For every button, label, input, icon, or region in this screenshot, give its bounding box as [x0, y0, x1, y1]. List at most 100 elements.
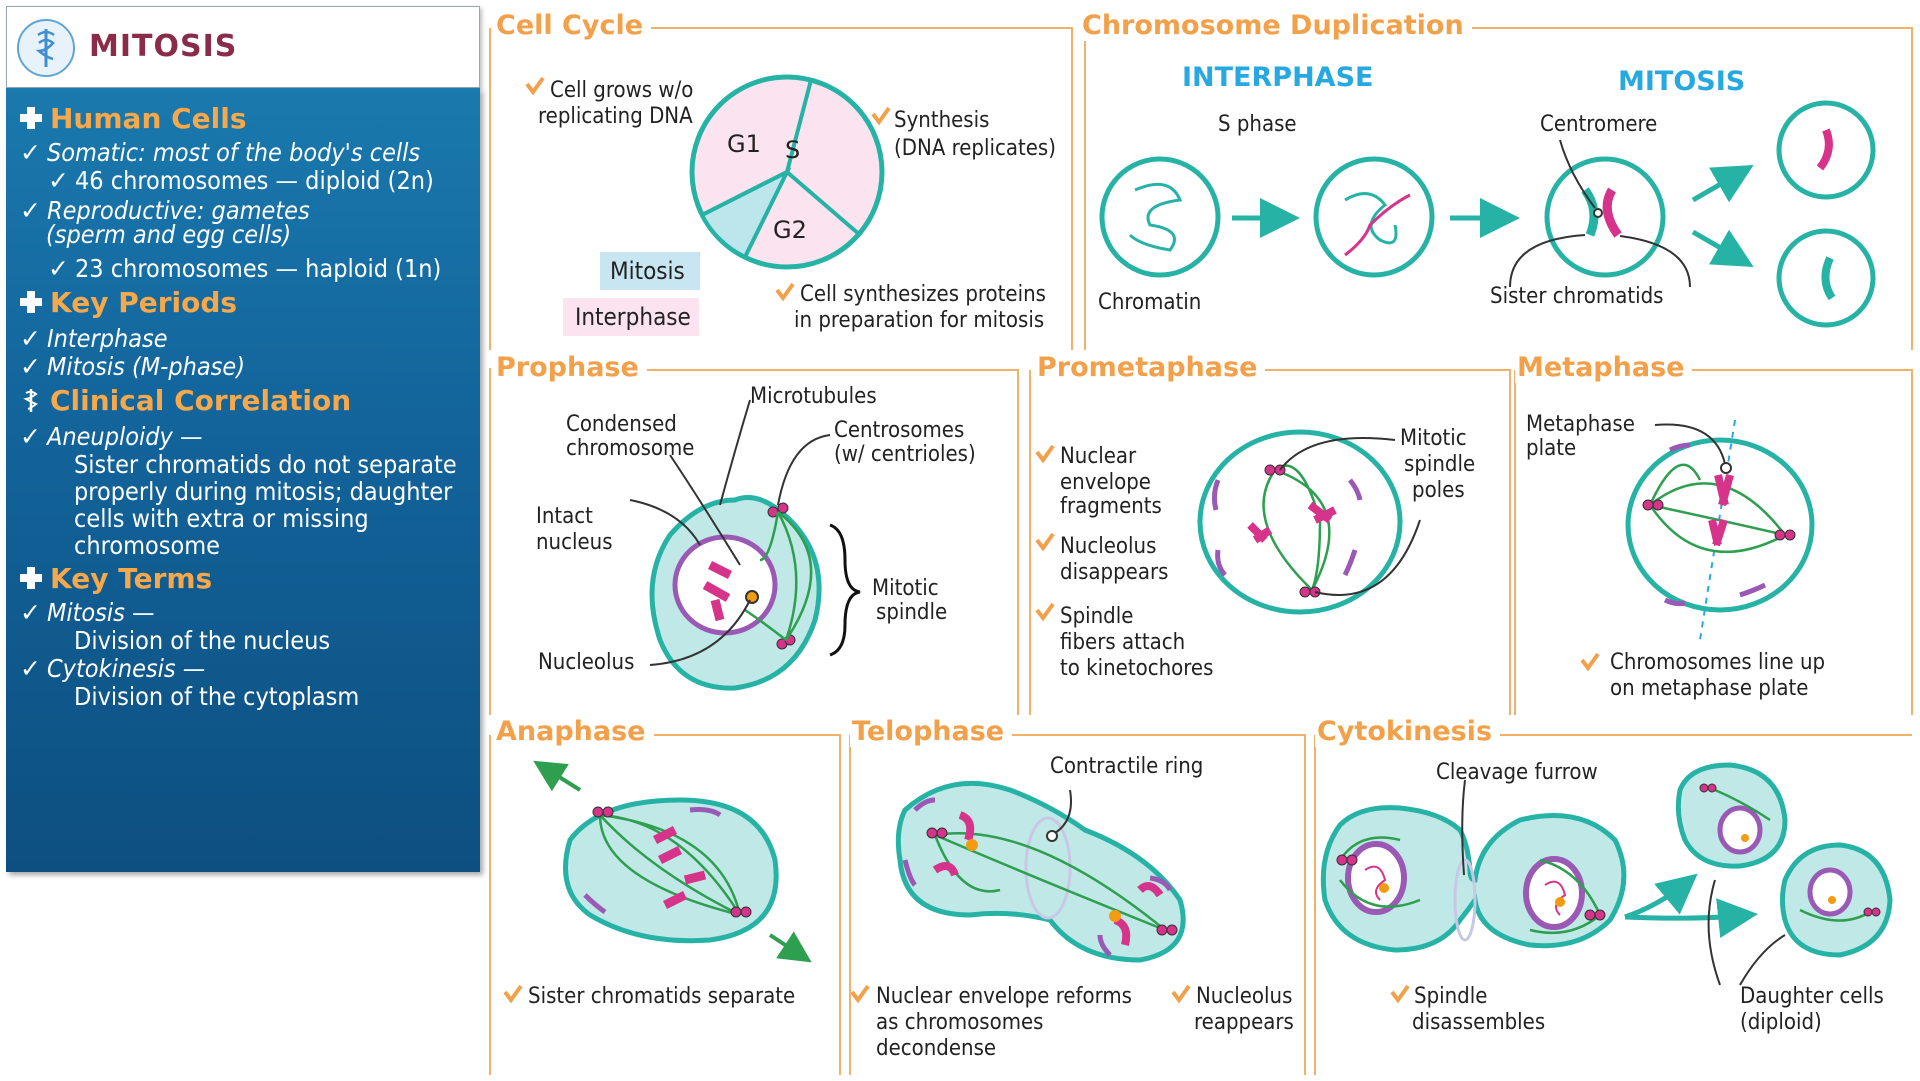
repro-detail: ✓23 chromosomes — haploid (1n): [48, 254, 441, 283]
poles-label-1: Mitotic: [1400, 426, 1467, 451]
check-icon: ✓: [48, 166, 69, 195]
prometaphase-note-1a: Nuclear: [1060, 444, 1137, 469]
panel-title-cell-cycle: Cell Cycle: [494, 10, 652, 41]
somatic-detail-text: 46 chromosomes — diploid (2n): [74, 166, 434, 195]
heading-key-periods: Key Periods: [18, 286, 237, 319]
prometaphase-cell: [1197, 429, 1421, 615]
note-g1-2: replicating DNA: [538, 104, 693, 129]
condensed-label-2: chromosome: [566, 436, 695, 461]
panel-title-telophase: Telophase: [850, 716, 1013, 747]
mitosis-heading: MITOSIS: [1618, 66, 1746, 97]
key-period-item: ✓Mitosis (M-phase): [20, 352, 245, 381]
rod-of-asclepius-icon: [23, 389, 38, 412]
sidebar-title: MITOSIS: [89, 29, 238, 64]
sidebar: MITOSIS Human Cells ✓Somatic: most of th…: [6, 6, 480, 872]
panel-title-anaphase: Anaphase: [494, 716, 654, 747]
interphase-heading: INTERPHASE: [1182, 62, 1374, 93]
check-icon: ✓: [20, 422, 41, 451]
note-s-1: Synthesis: [894, 108, 990, 133]
duplication-art: [1099, 100, 1876, 328]
panel-title-duplication: Chromosome Duplication: [1080, 10, 1472, 41]
aneuploidy-line: properly during mitosis; daughter: [74, 477, 453, 506]
note-g1-1: Cell grows w/o: [550, 78, 694, 103]
condensed-label-1: Condensed: [566, 412, 677, 437]
telophase-note-nuc-2: reappears: [1194, 1010, 1294, 1035]
panel-title-metaphase: Metaphase: [1515, 352, 1693, 383]
aneuploidy-line: chromosome: [74, 531, 220, 560]
prometaphase-note-1b: envelope: [1060, 470, 1151, 495]
heading-clinical-correlation: Clinical Correlation: [18, 384, 351, 417]
panel-frames: [489, 27, 1913, 1075]
check-icon: ✓: [48, 254, 69, 283]
telophase-note-env-2: as chromosomes: [876, 1010, 1044, 1035]
pie-label-s: S: [785, 136, 800, 164]
cleavage-furrow-label: Cleavage furrow: [1436, 760, 1598, 785]
telophase-note-nuc-1: Nucleolus: [1196, 984, 1293, 1009]
check-icon: ✓: [20, 654, 41, 683]
sidebar-body: Human Cells ✓Somatic: most of the body's…: [6, 88, 480, 872]
check-icon: ✓: [20, 138, 41, 167]
anaphase-cell: [533, 760, 812, 963]
metaphase-cell: [1625, 419, 1815, 641]
sidebar-header: MITOSIS: [6, 6, 480, 88]
intact-nucleus-label-2: nucleus: [536, 530, 613, 555]
metaphase-note-1: Chromosomes line up: [1610, 650, 1826, 675]
prometaphase-note-3b: fibers attach: [1060, 630, 1186, 655]
legend-mitosis: Mitosis: [610, 257, 685, 285]
aneuploidy-text: Aneuploidy —: [46, 422, 203, 451]
mitosis-definition: Division of the nucleus: [74, 626, 331, 655]
microtubules-label: Microtubules: [750, 384, 877, 409]
pie-label-g2: G2: [773, 216, 807, 244]
note-s-2: (DNA replicates): [894, 136, 1056, 161]
legend-interphase: Interphase: [575, 303, 691, 331]
mitotic-spindle-label-1: Mitotic: [872, 576, 939, 601]
panel-title-cytokinesis: Cytokinesis: [1315, 716, 1501, 747]
key-period-text: Mitosis (M-phase): [46, 352, 245, 381]
repro-line-2: (sperm and egg cells): [46, 220, 292, 249]
plus-icon: [20, 567, 42, 589]
aneuploidy-line: Sister chromatids do not separate: [74, 450, 457, 479]
repro-detail-text: 23 chromosomes — haploid (1n): [74, 254, 442, 283]
repro-line-1: ✓Reproductive: gametes: [20, 196, 310, 225]
mitosis-term: ✓Mitosis —: [20, 598, 155, 627]
somatic-detail: ✓46 chromosomes — diploid (2n): [48, 166, 434, 195]
telophase-note-env-3: decondense: [876, 1036, 997, 1061]
telophase-cell: [895, 780, 1186, 963]
somatic-text: Somatic: most of the body's cells: [46, 138, 421, 167]
s-phase-label: S phase: [1218, 112, 1297, 137]
somatic-line: ✓Somatic: most of the body's cells: [20, 138, 420, 167]
centrosomes-label-1: Centrosomes: [834, 418, 965, 443]
intact-nucleus-label-1: Intact: [536, 504, 593, 529]
prometaphase-note-2a: Nucleolus: [1060, 534, 1157, 559]
poles-label-3: poles: [1412, 478, 1465, 503]
daughter-cells-label-2: (diploid): [1740, 1010, 1822, 1035]
cytokinesis-note-2: disassembles: [1412, 1010, 1546, 1035]
prometaphase-note-3c: to kinetochores: [1060, 656, 1214, 681]
pie-label-g1: G1: [727, 130, 761, 158]
poles-label-2: spindle: [1404, 452, 1476, 477]
panel-title-prophase: Prophase: [494, 352, 647, 383]
plus-icon: [20, 291, 42, 313]
heading-text: Clinical Correlation: [50, 384, 352, 417]
repro-text-1: Reproductive: gametes: [46, 196, 310, 225]
metaphase-plate-label-2: plate: [1526, 436, 1577, 461]
centromere-label: Centromere: [1540, 112, 1658, 137]
heading-human-cells: Human Cells: [18, 102, 247, 135]
check-icon: ✓: [20, 598, 41, 627]
cytokinesis-definition: Division of the cytoplasm: [74, 682, 360, 711]
nucleolus-label: Nucleolus: [538, 650, 635, 675]
mitosis-term-text: Mitosis —: [46, 598, 155, 627]
metaphase-note-2: on metaphase plate: [1610, 676, 1809, 701]
cytokinesis-term: ✓Cytokinesis —: [20, 654, 205, 683]
prometaphase-note-1c: fragments: [1060, 494, 1162, 519]
prophase-cell: [629, 399, 861, 691]
cytokinesis-note-1: Spindle: [1414, 984, 1488, 1009]
note-g2-1: Cell synthesizes proteins: [800, 282, 1046, 307]
metaphase-plate-label-1: Metaphase: [1526, 412, 1635, 437]
sister-chromatids-label: Sister chromatids: [1490, 284, 1664, 309]
cytokinesis-term-text: Cytokinesis —: [46, 654, 206, 683]
heading-text: Human Cells: [50, 102, 247, 135]
prometaphase-note-3a: Spindle: [1060, 604, 1134, 629]
telophase-note-env-1: Nuclear envelope reforms: [876, 984, 1132, 1009]
